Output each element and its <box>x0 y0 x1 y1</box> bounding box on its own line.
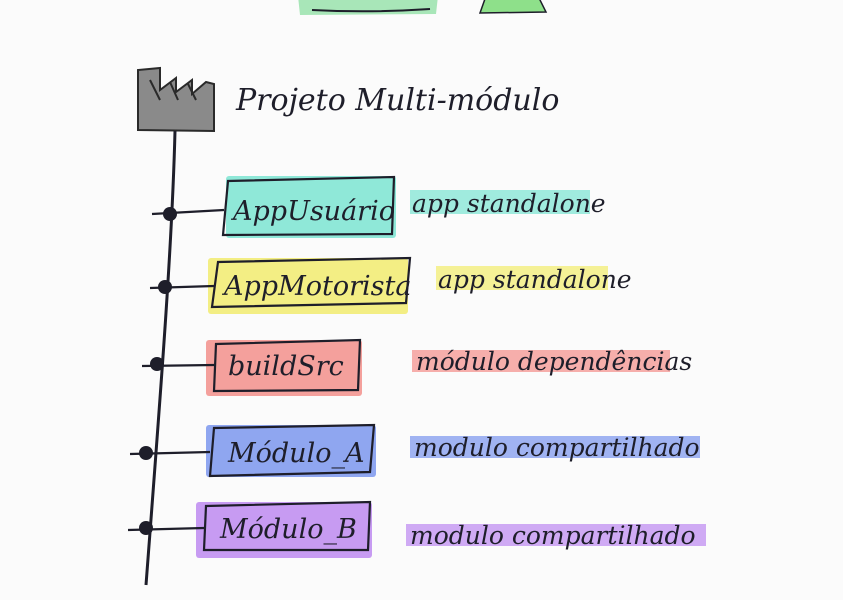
root-label: Projeto Multi-módulo <box>235 83 559 118</box>
node-buildsrc-description-highlight <box>412 350 670 372</box>
node-modulo-a-description-highlight <box>410 436 700 458</box>
node-buildsrc: buildSrc módulo dependências <box>141 338 692 396</box>
top-partial-shapes <box>298 0 548 15</box>
node-modulo-b-box <box>196 502 372 558</box>
top-left-partial-underline <box>311 8 431 13</box>
node-modulo-b-description-highlight <box>406 524 706 546</box>
node-buildsrc-description: módulo dependências <box>416 347 692 376</box>
node-app-motorista-label: AppMotorista <box>221 271 411 302</box>
node-modulo-b-connector <box>127 526 205 532</box>
node-app-usuario: AppUsuário app standalone <box>151 175 606 238</box>
node-app-usuario-connector <box>151 208 225 216</box>
node-buildsrc-label: buildSrc <box>228 351 344 382</box>
node-modulo-a-box <box>206 425 376 477</box>
node-modulo-b-label: Módulo_B <box>219 514 357 545</box>
node-app-motorista: AppMotorista app standalone <box>149 256 632 314</box>
node-buildsrc-connector <box>141 363 215 368</box>
factory-icon <box>137 66 215 133</box>
node-modulo-b-description: modulo compartilhado <box>410 521 696 550</box>
node-app-usuario-description: app standalone <box>412 189 606 218</box>
top-left-partial-box <box>298 0 438 15</box>
node-modulo-b-dot <box>139 521 153 535</box>
node-modulo-a-connector <box>129 450 211 456</box>
node-modulo-a: Módulo_A modulo compartilhado <box>129 423 700 478</box>
node-app-motorista-connector <box>149 284 215 290</box>
node-modulo-a-description: modulo compartilhado <box>414 433 700 462</box>
node-app-usuario-box <box>226 176 396 238</box>
top-right-partial-triangle <box>478 0 548 14</box>
node-modulo-a-label: Módulo_A <box>227 438 364 469</box>
node-app-motorista-box <box>208 258 408 314</box>
node-buildsrc-dot <box>150 357 164 371</box>
node-app-usuario-label: AppUsuário <box>230 196 395 227</box>
node-buildsrc-box <box>206 340 362 396</box>
tree-trunk <box>144 130 177 586</box>
node-modulo-b: Módulo_B modulo compartilhado <box>127 500 706 558</box>
node-app-motorista-description-highlight <box>436 266 608 290</box>
node-app-usuario-description-highlight <box>410 190 590 214</box>
node-app-motorista-description: app standalone <box>438 265 632 294</box>
